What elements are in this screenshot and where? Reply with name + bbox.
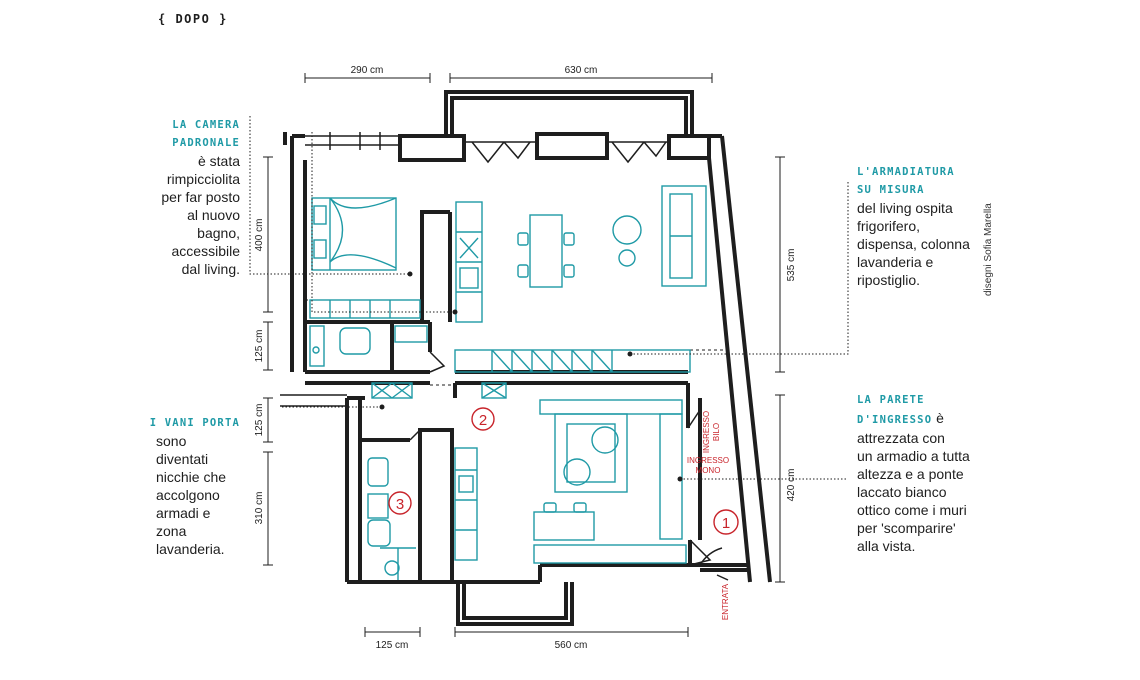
caption-vani-line: lavanderia.: [156, 541, 225, 557]
callout-circles: [388, 407, 739, 535]
caption-vani-line: armadi e: [156, 505, 211, 521]
caption-armadiatura-line: lavanderia e: [857, 254, 934, 270]
caption-vani-line: zona: [156, 523, 187, 539]
caption-vani-porta: I VANI PORTA sono diventati nicchie che …: [120, 414, 240, 558]
caption-vani-heading: I VANI PORTA: [149, 417, 240, 429]
caption-camera-line: accessibile: [171, 243, 240, 259]
thin-walls: [280, 132, 745, 581]
caption-parete-line: un armadio a tutta: [857, 448, 970, 464]
caption-parete-ingresso: LA PARETE D'INGRESSO è attrezzata con un…: [857, 391, 1007, 555]
caption-camera-heading-1: LA CAMERA: [172, 119, 240, 131]
furniture: [309, 185, 707, 580]
leader-dots: [379, 271, 683, 482]
caption-vani-line: diventati: [156, 451, 209, 467]
caption-camera-line: bagno,: [197, 225, 240, 241]
callout-2: 2: [479, 412, 487, 429]
caption-armadiatura-line: ripostiglio.: [857, 272, 921, 288]
caption-vani-line: sono: [156, 433, 187, 449]
caption-parete-heading-row: D'INGRESSO è: [857, 409, 1007, 429]
dim-right-420: 420 cm: [786, 469, 797, 502]
caption-parete-heading-2: D'INGRESSO: [857, 414, 933, 426]
label-ingresso-mono-1: INGRESSO: [687, 456, 729, 465]
label-ingresso-bilo-1: INGRESSO: [702, 411, 711, 453]
page-header: { DOPO }: [158, 12, 228, 26]
caption-parete-line: altezza e a ponte: [857, 466, 964, 482]
caption-camera-line: al nuovo: [187, 207, 240, 223]
caption-armadiatura: L'ARMADIATURA SU MISURA del living ospit…: [857, 163, 997, 289]
caption-armadiatura-line: del living ospita: [857, 200, 953, 216]
caption-camera-line: è stata: [197, 153, 240, 169]
caption-camera-heading-2: PADRONALE: [172, 137, 240, 149]
caption-parete-first-tail: è: [936, 410, 944, 426]
caption-armadiatura-line: dispensa, colonna: [857, 236, 970, 252]
caption-camera-line: rimpicciolita: [166, 171, 240, 187]
caption-camera-line: dal living.: [181, 261, 240, 277]
caption-parete-line: attrezzata con: [857, 430, 945, 446]
caption-vani-line: accolgono: [156, 487, 220, 503]
label-ingresso-bilo-2: BILO: [712, 423, 721, 441]
caption-parete-line: alla vista.: [857, 538, 916, 554]
callout-3: 3: [396, 496, 404, 513]
dim-top-left: 290 cm: [351, 65, 384, 76]
caption-armadiatura-heading-1: L'ARMADIATURA: [857, 166, 955, 178]
caption-armadiatura-heading-2: SU MISURA: [857, 184, 925, 196]
caption-parete-heading-1: LA PARETE: [857, 394, 925, 406]
dim-left-310: 310 cm: [254, 492, 265, 525]
dim-bottom-right: 560 cm: [555, 640, 588, 651]
leader-lines: [249, 116, 849, 480]
caption-parete-line: ottico come i muri: [857, 502, 967, 518]
caption-parete-line: per 'scomparire': [857, 520, 956, 536]
walls: [283, 90, 772, 626]
label-ingresso-mono-2: MONO: [696, 466, 721, 475]
callout-1: 1: [722, 515, 730, 532]
dim-left-125-b: 125 cm: [254, 404, 265, 437]
dim-top-right: 630 cm: [565, 65, 598, 76]
caption-camera-line: per far posto: [161, 189, 240, 205]
dim-left-400: 400 cm: [254, 219, 265, 252]
caption-vani-line: nicchie che: [156, 469, 227, 485]
dim-right-535: 535 cm: [786, 249, 797, 282]
caption-camera-padronale: LA CAMERA PADRONALE è stata rimpicciolit…: [120, 116, 240, 278]
label-entrata: ENTRATA: [721, 583, 730, 620]
dim-bottom-left: 125 cm: [376, 640, 409, 651]
dimension-lines: [263, 73, 785, 637]
dim-left-125-a: 125 cm: [254, 330, 265, 363]
caption-armadiatura-line: frigorifero,: [857, 218, 921, 234]
caption-parete-line: laccato bianco: [857, 484, 947, 500]
drawing-credit: disegni Sofia Marella: [983, 203, 994, 296]
